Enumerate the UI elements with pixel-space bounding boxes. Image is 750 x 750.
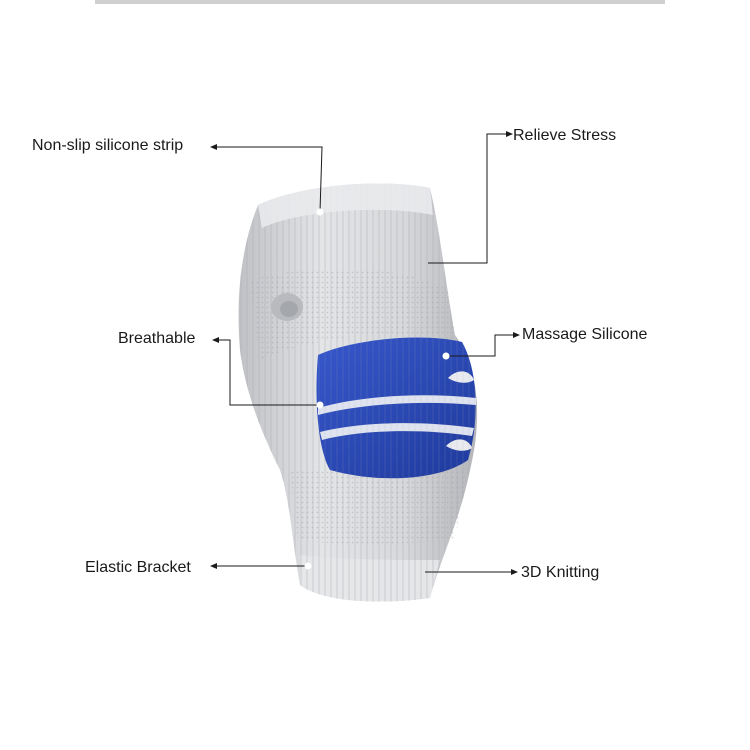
callout-massage-line xyxy=(446,334,516,357)
arrow-left-icon xyxy=(210,563,217,569)
callout-dots xyxy=(304,208,450,570)
arrow-left-icon xyxy=(212,337,219,343)
label-relieve-stress: Relieve Stress xyxy=(513,127,617,144)
label-non-slip: Non-slip silicone strip xyxy=(32,137,184,154)
label-elastic-bracket: Elastic Bracket xyxy=(85,559,191,576)
label-breathable: Breathable xyxy=(118,330,196,347)
label-3d-knitting: 3D Knitting xyxy=(521,564,600,581)
callout-lines xyxy=(214,133,516,573)
silicone-pad xyxy=(316,337,476,479)
callout-breathable-line xyxy=(217,339,320,406)
label-massage-silicone: Massage Silicone xyxy=(522,326,648,343)
top-edge-band xyxy=(95,0,665,4)
callout-arrowheads xyxy=(210,131,520,575)
callout-relieve-line xyxy=(428,133,508,264)
callout-non-slip-line xyxy=(214,146,323,213)
arrow-left-icon xyxy=(210,144,217,150)
arrow-right-icon xyxy=(506,131,513,137)
arrow-right-icon xyxy=(513,332,520,338)
arrow-right-icon xyxy=(511,569,518,575)
